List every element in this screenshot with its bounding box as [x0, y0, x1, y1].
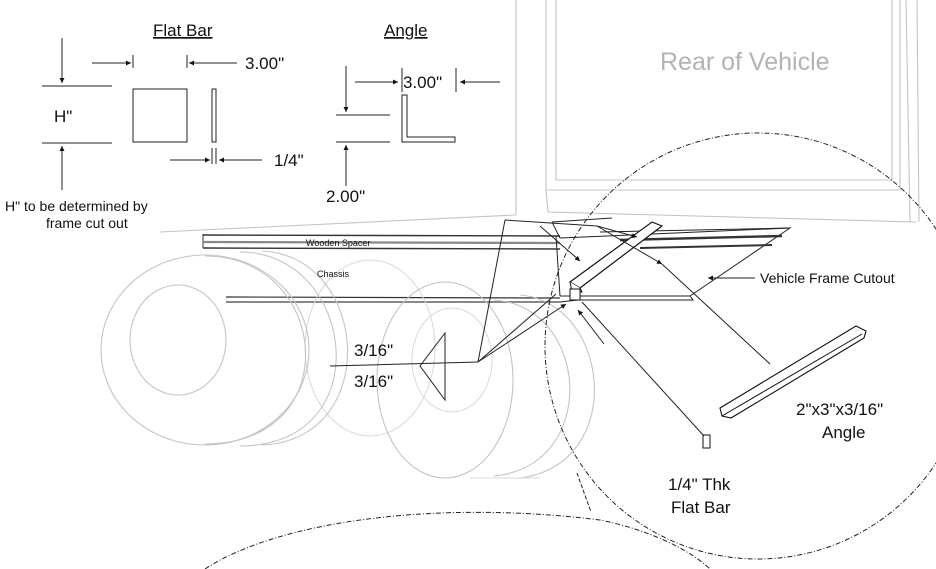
flat-bar-thickness-dim: 1/4" — [274, 151, 304, 170]
detail-angle-label-line2: Angle — [822, 423, 865, 442]
installed-angle — [568, 221, 664, 301]
vehicle-body — [159, 0, 920, 233]
detail-angle — [719, 325, 867, 419]
angle-title: Angle — [384, 21, 427, 40]
angle-height-dim: 2.00" — [326, 187, 365, 206]
tire-rear — [376, 281, 595, 479]
wooden-spacer-label: Wooden Spacer — [306, 238, 370, 248]
vehicle-frame-cutout-label: Vehicle Frame Cutout — [760, 270, 895, 286]
angle-profile — [401, 94, 456, 143]
tire-front — [100, 250, 436, 447]
flat-bar-edge — [211, 88, 217, 143]
flat-bar-width-dim: 3.00" — [245, 54, 284, 73]
rear-of-vehicle-label: Rear of Vehicle — [660, 48, 830, 76]
chassis-label: Chassis — [317, 269, 350, 279]
flat-bar-note-line2: frame cut out — [46, 215, 128, 231]
leaders — [329, 219, 771, 437]
detail-flat-bar-label-line2: Flat Bar — [671, 498, 731, 517]
installed-flat-bar — [569, 288, 581, 301]
frame-rails — [202, 234, 561, 303]
weld-size-top: 3/16" — [354, 341, 393, 360]
detail-circle — [544, 132, 936, 560]
detail-angle-label-line1: 2"x3"x3/16" — [796, 400, 883, 419]
detail-flat-bar — [702, 434, 711, 449]
detail-circle-lower — [204, 511, 711, 569]
flat-bar-section — [42, 38, 262, 190]
flat-bar-square — [132, 88, 188, 143]
flat-bar-title: Flat Bar — [153, 21, 213, 40]
detail-flat-bar-label-line1: 1/4" Thk — [668, 475, 731, 494]
height-label: H" — [54, 107, 72, 126]
weld-size-bottom: 3/16" — [354, 372, 393, 391]
angle-width-dim: 3.00" — [403, 73, 442, 92]
flat-bar-note-line1: H" to be determined by — [5, 198, 148, 214]
frame-cutout — [551, 217, 792, 303]
angle-section — [336, 66, 500, 186]
detail-callout — [204, 132, 936, 569]
